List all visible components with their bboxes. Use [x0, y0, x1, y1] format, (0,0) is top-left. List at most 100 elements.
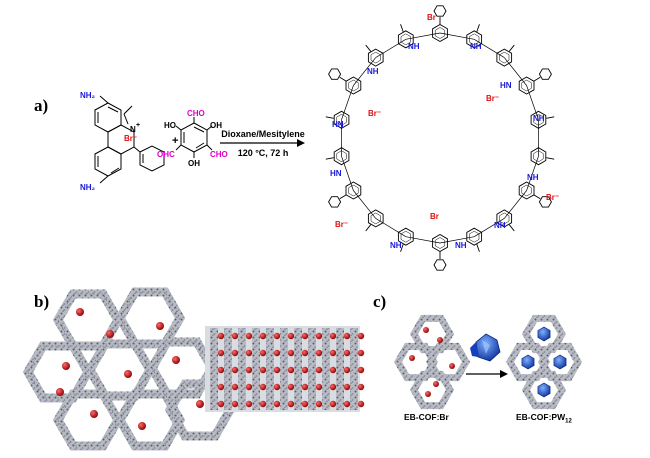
pw12-cluster	[521, 354, 535, 370]
bromide-ion	[90, 410, 98, 418]
macrocycle-ring	[333, 110, 350, 129]
stacked-layer	[294, 328, 302, 410]
pw12-cluster	[553, 354, 567, 370]
product-br-label-3: Br⁻	[368, 109, 381, 118]
macrocycle-substituent	[339, 76, 347, 82]
bromide-ion	[259, 383, 267, 391]
macrocycle-substituent	[476, 244, 480, 252]
bromide-ion	[273, 400, 281, 408]
product-br-label-5: Br⁻	[335, 220, 348, 229]
bromide-ion	[315, 332, 323, 340]
macrocycle-bond	[504, 190, 527, 219]
honeycomb-pore-wall	[146, 337, 218, 399]
stacked-layer	[308, 328, 316, 410]
amine-bottom-label: NH₂	[80, 183, 96, 192]
stacked-layer	[280, 328, 288, 410]
bromide-ion	[217, 349, 225, 357]
macrocycle-substituent	[325, 157, 334, 160]
bromide-ion	[245, 332, 253, 340]
honeycomb-pore-wall	[52, 389, 124, 451]
panel-c-label: c)	[373, 292, 387, 311]
bromide-ion	[245, 400, 253, 408]
bromide-ion	[357, 383, 365, 391]
macrocycle-substituent	[365, 224, 372, 232]
bromide-ion	[231, 383, 239, 391]
macrocycle-ring-inner	[521, 79, 532, 92]
panel-b-label: b)	[34, 292, 50, 311]
macrocycle-ring	[397, 30, 414, 49]
macrocycle-ring-inner	[348, 184, 359, 197]
macrocycle-bond	[405, 236, 441, 244]
bromide-ion	[245, 349, 253, 357]
stacked-layer	[210, 328, 218, 410]
macrocycle-bond	[341, 156, 354, 191]
pw12-cluster-icon	[470, 333, 501, 362]
honeycomb-pore-wall	[52, 289, 124, 351]
bromide-ion	[62, 362, 70, 370]
product-br-label-1: Br	[427, 13, 436, 22]
macrocycle-phenyl	[433, 259, 447, 271]
bromide-ion	[423, 327, 429, 333]
bromide-ion	[357, 366, 365, 374]
bromide-ion	[433, 381, 439, 387]
bromide-ion	[259, 332, 267, 340]
bromide-ion	[343, 349, 351, 357]
bromide-ion	[329, 400, 337, 408]
bromide-ion	[343, 400, 351, 408]
bromide-ion	[231, 366, 239, 374]
macrocycle-substituent	[400, 244, 404, 252]
macrocycle-bond	[439, 236, 475, 244]
bromide-ion	[315, 366, 323, 374]
bromide-ion	[273, 332, 281, 340]
macrocycle-ring	[466, 30, 483, 49]
macrocycle-ring	[496, 48, 513, 67]
product-nh-label-8: NH	[455, 241, 467, 250]
macrocycle-ring	[496, 209, 513, 228]
reaction-conditions: 120 °C, 72 h	[238, 148, 289, 158]
bromide-ion	[138, 422, 146, 430]
pore-wall	[409, 370, 455, 410]
macrocycle-ring	[333, 147, 350, 166]
macrocycle-bond	[341, 85, 354, 120]
stacked-layer	[336, 328, 344, 410]
caption-eb-cof-pw12: EB-COF:PW12	[516, 412, 572, 425]
oh-bottom-label: OH	[188, 159, 200, 168]
cation-charge-label: +	[136, 122, 140, 129]
bromide-ion	[259, 400, 267, 408]
macrocycle-phenyl	[433, 5, 447, 17]
macrocycle-substituent	[533, 194, 541, 200]
product-nh-label-1: NH	[408, 42, 420, 51]
stacked-layer	[266, 328, 274, 410]
macrocycle-ring-inner	[499, 212, 510, 225]
macrocycle-bond	[504, 57, 527, 86]
macrocycle-ring-inner	[499, 51, 510, 64]
pyridinium-n-label: N	[130, 125, 136, 134]
macrocycle-bond	[405, 32, 441, 40]
product-hn-label-2: HN	[332, 120, 344, 129]
macrocycle-bond	[439, 32, 475, 40]
macrocycle-ring-inner	[336, 114, 347, 126]
bromide-ion	[287, 349, 295, 357]
bromide-ion	[245, 366, 253, 374]
macrocycle-bond	[474, 39, 505, 58]
product-nh-label-6: NH	[494, 221, 506, 230]
bromide-ion	[217, 400, 225, 408]
bromide-ion	[357, 332, 365, 340]
bromide-ion	[301, 366, 309, 374]
honeycomb-pore-wall	[84, 339, 156, 401]
bromide-ion	[245, 383, 253, 391]
panel-b-structure-views	[22, 287, 365, 451]
tp-aldehyde-monomer	[175, 117, 213, 158]
bromide-ion	[343, 383, 351, 391]
panel-c-anion-exchange	[393, 314, 583, 410]
bromide-ion	[217, 383, 225, 391]
macrocycle-bond	[353, 57, 376, 86]
panel-a-reaction-scheme: NH₂ NH₂ N + Br⁻ + CHO OHC CHO HO OH OH	[80, 5, 559, 271]
bromide-ion	[301, 400, 309, 408]
stacked-layer	[238, 328, 246, 410]
product-br-label-4: Br⁻	[546, 193, 559, 202]
macrocycle-ring-inner	[370, 212, 381, 225]
honeycomb-pore-wall	[114, 389, 186, 451]
macrocycle-phenyl	[328, 196, 342, 208]
